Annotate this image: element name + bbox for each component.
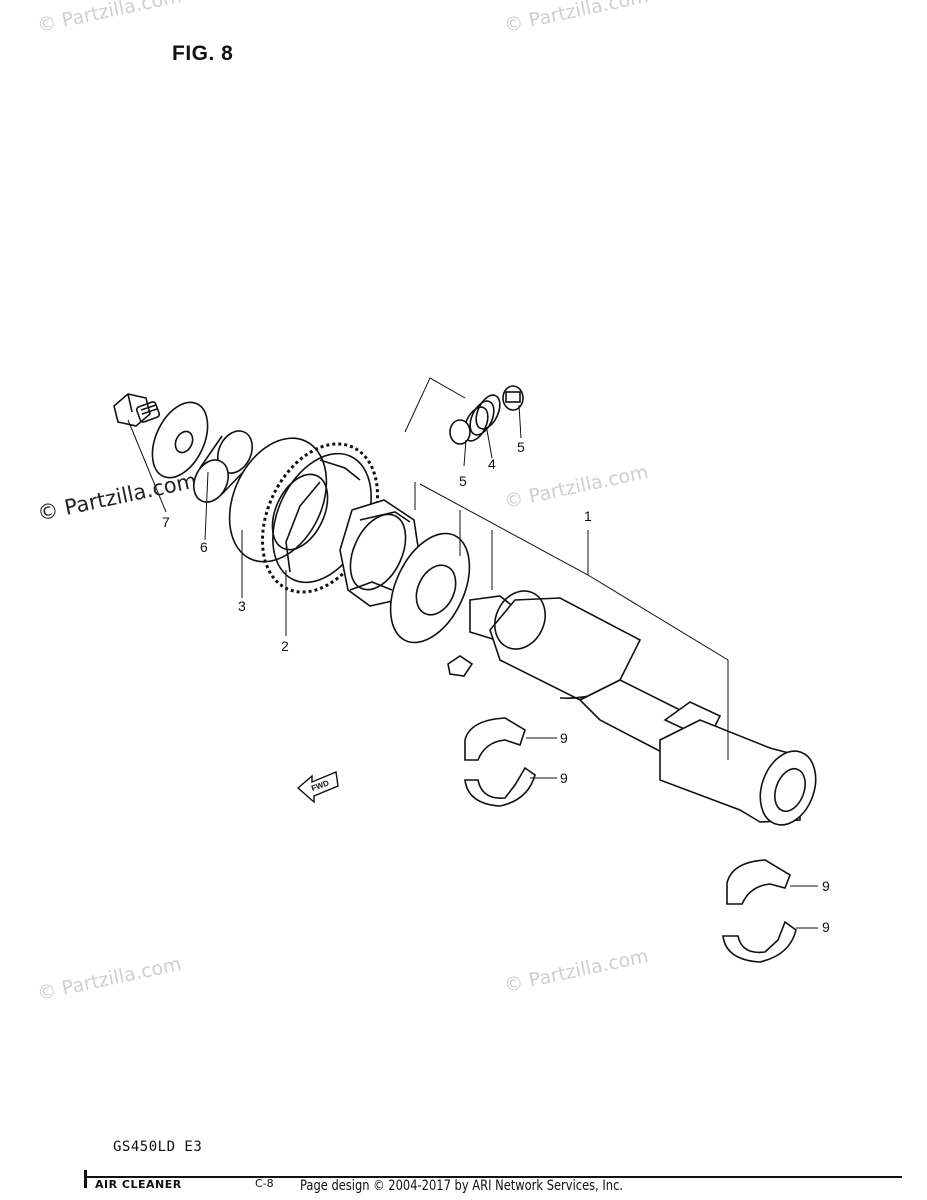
part-9-bearing-lower[interactable]	[722, 920, 797, 963]
part-9-bearing-lower[interactable]	[464, 766, 536, 807]
part-4-spring[interactable]	[459, 391, 504, 444]
callout-9: 9	[560, 730, 568, 746]
fwd-arrow-icon	[296, 771, 339, 804]
callout-9: 9	[560, 770, 568, 786]
part-3-bushing[interactable]	[187, 425, 259, 507]
part-7-bolt[interactable]	[113, 393, 161, 427]
footer-rule-tick	[84, 1170, 87, 1188]
callout-7: 7	[162, 514, 170, 530]
callout-5: 5	[459, 473, 467, 489]
part-5-spring-seat[interactable]	[449, 385, 524, 445]
model-code: GS450LD E3	[113, 1139, 203, 1155]
callout-4: 4	[488, 456, 496, 472]
callout-1: 1	[584, 508, 592, 524]
page-code: C-8	[255, 1177, 274, 1190]
copyright-notice: Page design © 2004-2017 by ARI Network S…	[300, 1178, 624, 1194]
part-6-washer[interactable]	[141, 394, 218, 487]
callout-2: 2	[281, 638, 289, 654]
callout-9: 9	[822, 878, 830, 894]
callout-6: 6	[200, 539, 208, 555]
callout-9: 9	[822, 919, 830, 935]
part-9-bearing-upper[interactable]	[464, 717, 526, 761]
callout-5: 5	[517, 439, 525, 455]
part-1-balancer-shaft[interactable]	[447, 583, 825, 833]
section-title: AIR CLEANER	[95, 1178, 182, 1191]
figure-title: FIG. 8	[172, 42, 234, 65]
footer-rule	[84, 1176, 902, 1178]
balancer-washer[interactable]	[375, 521, 486, 655]
part-9-bearing-upper[interactable]	[726, 859, 791, 905]
leader-lines	[127, 377, 818, 929]
callout-3: 3	[238, 598, 246, 614]
